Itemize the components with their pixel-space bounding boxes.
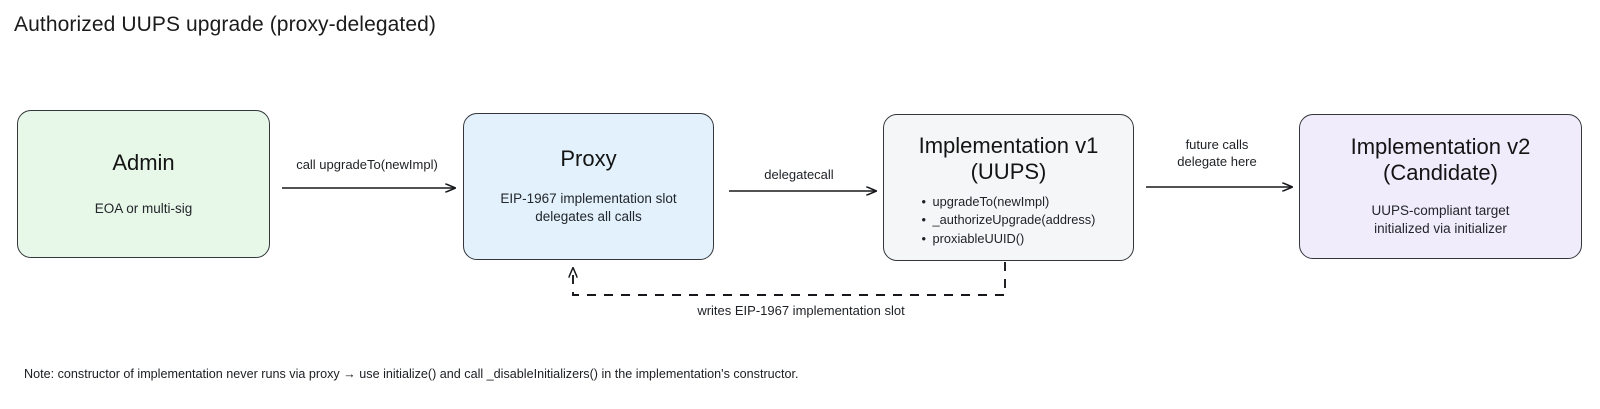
node-admin-title: Admin	[112, 149, 175, 175]
edge-impl-v1-to-proxy-dashed	[573, 262, 1006, 296]
edge-label-call-upgrade-to: call upgradeTo(newImpl)	[296, 157, 438, 172]
edge-label-writes-implementation-slot: writes EIP-1967 implementation slot	[697, 303, 905, 318]
list-item: proxiableUUID()	[922, 230, 1096, 249]
node-admin-subtitle: EOA or multi-sig	[94, 200, 193, 216]
node-proxy-subtitle: EIP-1967 implementation slot delegates a…	[500, 191, 677, 225]
node-implementation-v2-title: Implementation v2 (Candidate)	[1350, 134, 1531, 186]
node-implementation-v1[interactable]: Implementation v1 (UUPS) upgradeTo(newIm…	[883, 114, 1134, 261]
node-proxy-title: Proxy	[560, 146, 617, 172]
node-implementation-v1-title: Implementation v1 (UUPS)	[918, 133, 1099, 184]
node-implementation-v2-subtitle: UUPS-compliant target initialized via in…	[1371, 203, 1510, 237]
list-item: _authorizeUpgrade(address)	[922, 211, 1096, 230]
list-item: upgradeTo(newImpl)	[922, 193, 1096, 212]
node-admin[interactable]: Admin EOA or multi-sig	[17, 110, 270, 258]
implementation-v1-function-list: upgradeTo(newImpl) _authorizeUpgrade(add…	[922, 193, 1096, 249]
footer-note: Note: constructor of implementation neve…	[24, 367, 799, 381]
edge-label-delegatecall: delegatecall	[764, 167, 834, 182]
node-proxy[interactable]: Proxy EIP-1967 implementation slot deleg…	[463, 113, 714, 260]
page-title: Authorized UUPS upgrade (proxy-delegated…	[14, 13, 436, 36]
edge-label-future-calls: future calls delegate here	[1177, 137, 1257, 169]
node-implementation-v2[interactable]: Implementation v2 (Candidate) UUPS-compl…	[1299, 114, 1582, 259]
